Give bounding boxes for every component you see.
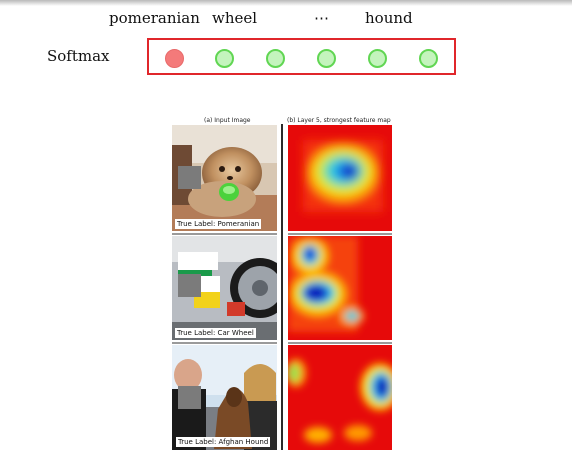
- true-label-text: True Label: Pomeranian: [175, 219, 262, 229]
- caption-input-image: (a) Input Image: [204, 117, 251, 124]
- occluder-square: [178, 166, 201, 189]
- class-label-pomeranian: pomeranian: [109, 9, 200, 27]
- softmax-node: [368, 49, 387, 68]
- softmax-node: [317, 49, 336, 68]
- feature-map-pomeranian: [288, 125, 392, 231]
- input-image-pomeranian: True Label: Pomeranian: [172, 125, 277, 231]
- softmax-node: [266, 49, 285, 68]
- input-image-afghan-hound: True Label: Afghan Hound: [172, 345, 277, 450]
- panel-divider-vertical: [281, 124, 283, 450]
- softmax-label: Softmax: [47, 47, 110, 65]
- occluder-square: [178, 386, 201, 409]
- true-label-text: True Label: Afghan Hound: [176, 437, 271, 447]
- class-label-wheel: wheel: [212, 9, 258, 27]
- class-label-ellipsis: ⋯: [314, 9, 329, 27]
- true-label-text: True Label: Car Wheel: [175, 328, 256, 338]
- feature-map-car-wheel: [288, 236, 392, 340]
- softmax-node-wheel: [215, 49, 234, 68]
- caption-feature-map: (b) Layer 5, strongest feature map: [287, 117, 391, 124]
- row-divider: [288, 233, 392, 235]
- row-divider: [172, 342, 277, 344]
- window-top-shadow: [0, 0, 572, 6]
- occluder-square: [178, 274, 201, 297]
- softmax-node-hound: [419, 49, 438, 68]
- softmax-node-pomeranian: [165, 49, 184, 68]
- softmax-output-box: [147, 38, 456, 75]
- row-divider: [288, 342, 392, 344]
- input-image-car-wheel: True Label: Car Wheel: [172, 236, 277, 340]
- class-label-hound: hound: [365, 9, 413, 27]
- row-divider: [172, 233, 277, 235]
- feature-map-afghan-hound: [288, 345, 392, 450]
